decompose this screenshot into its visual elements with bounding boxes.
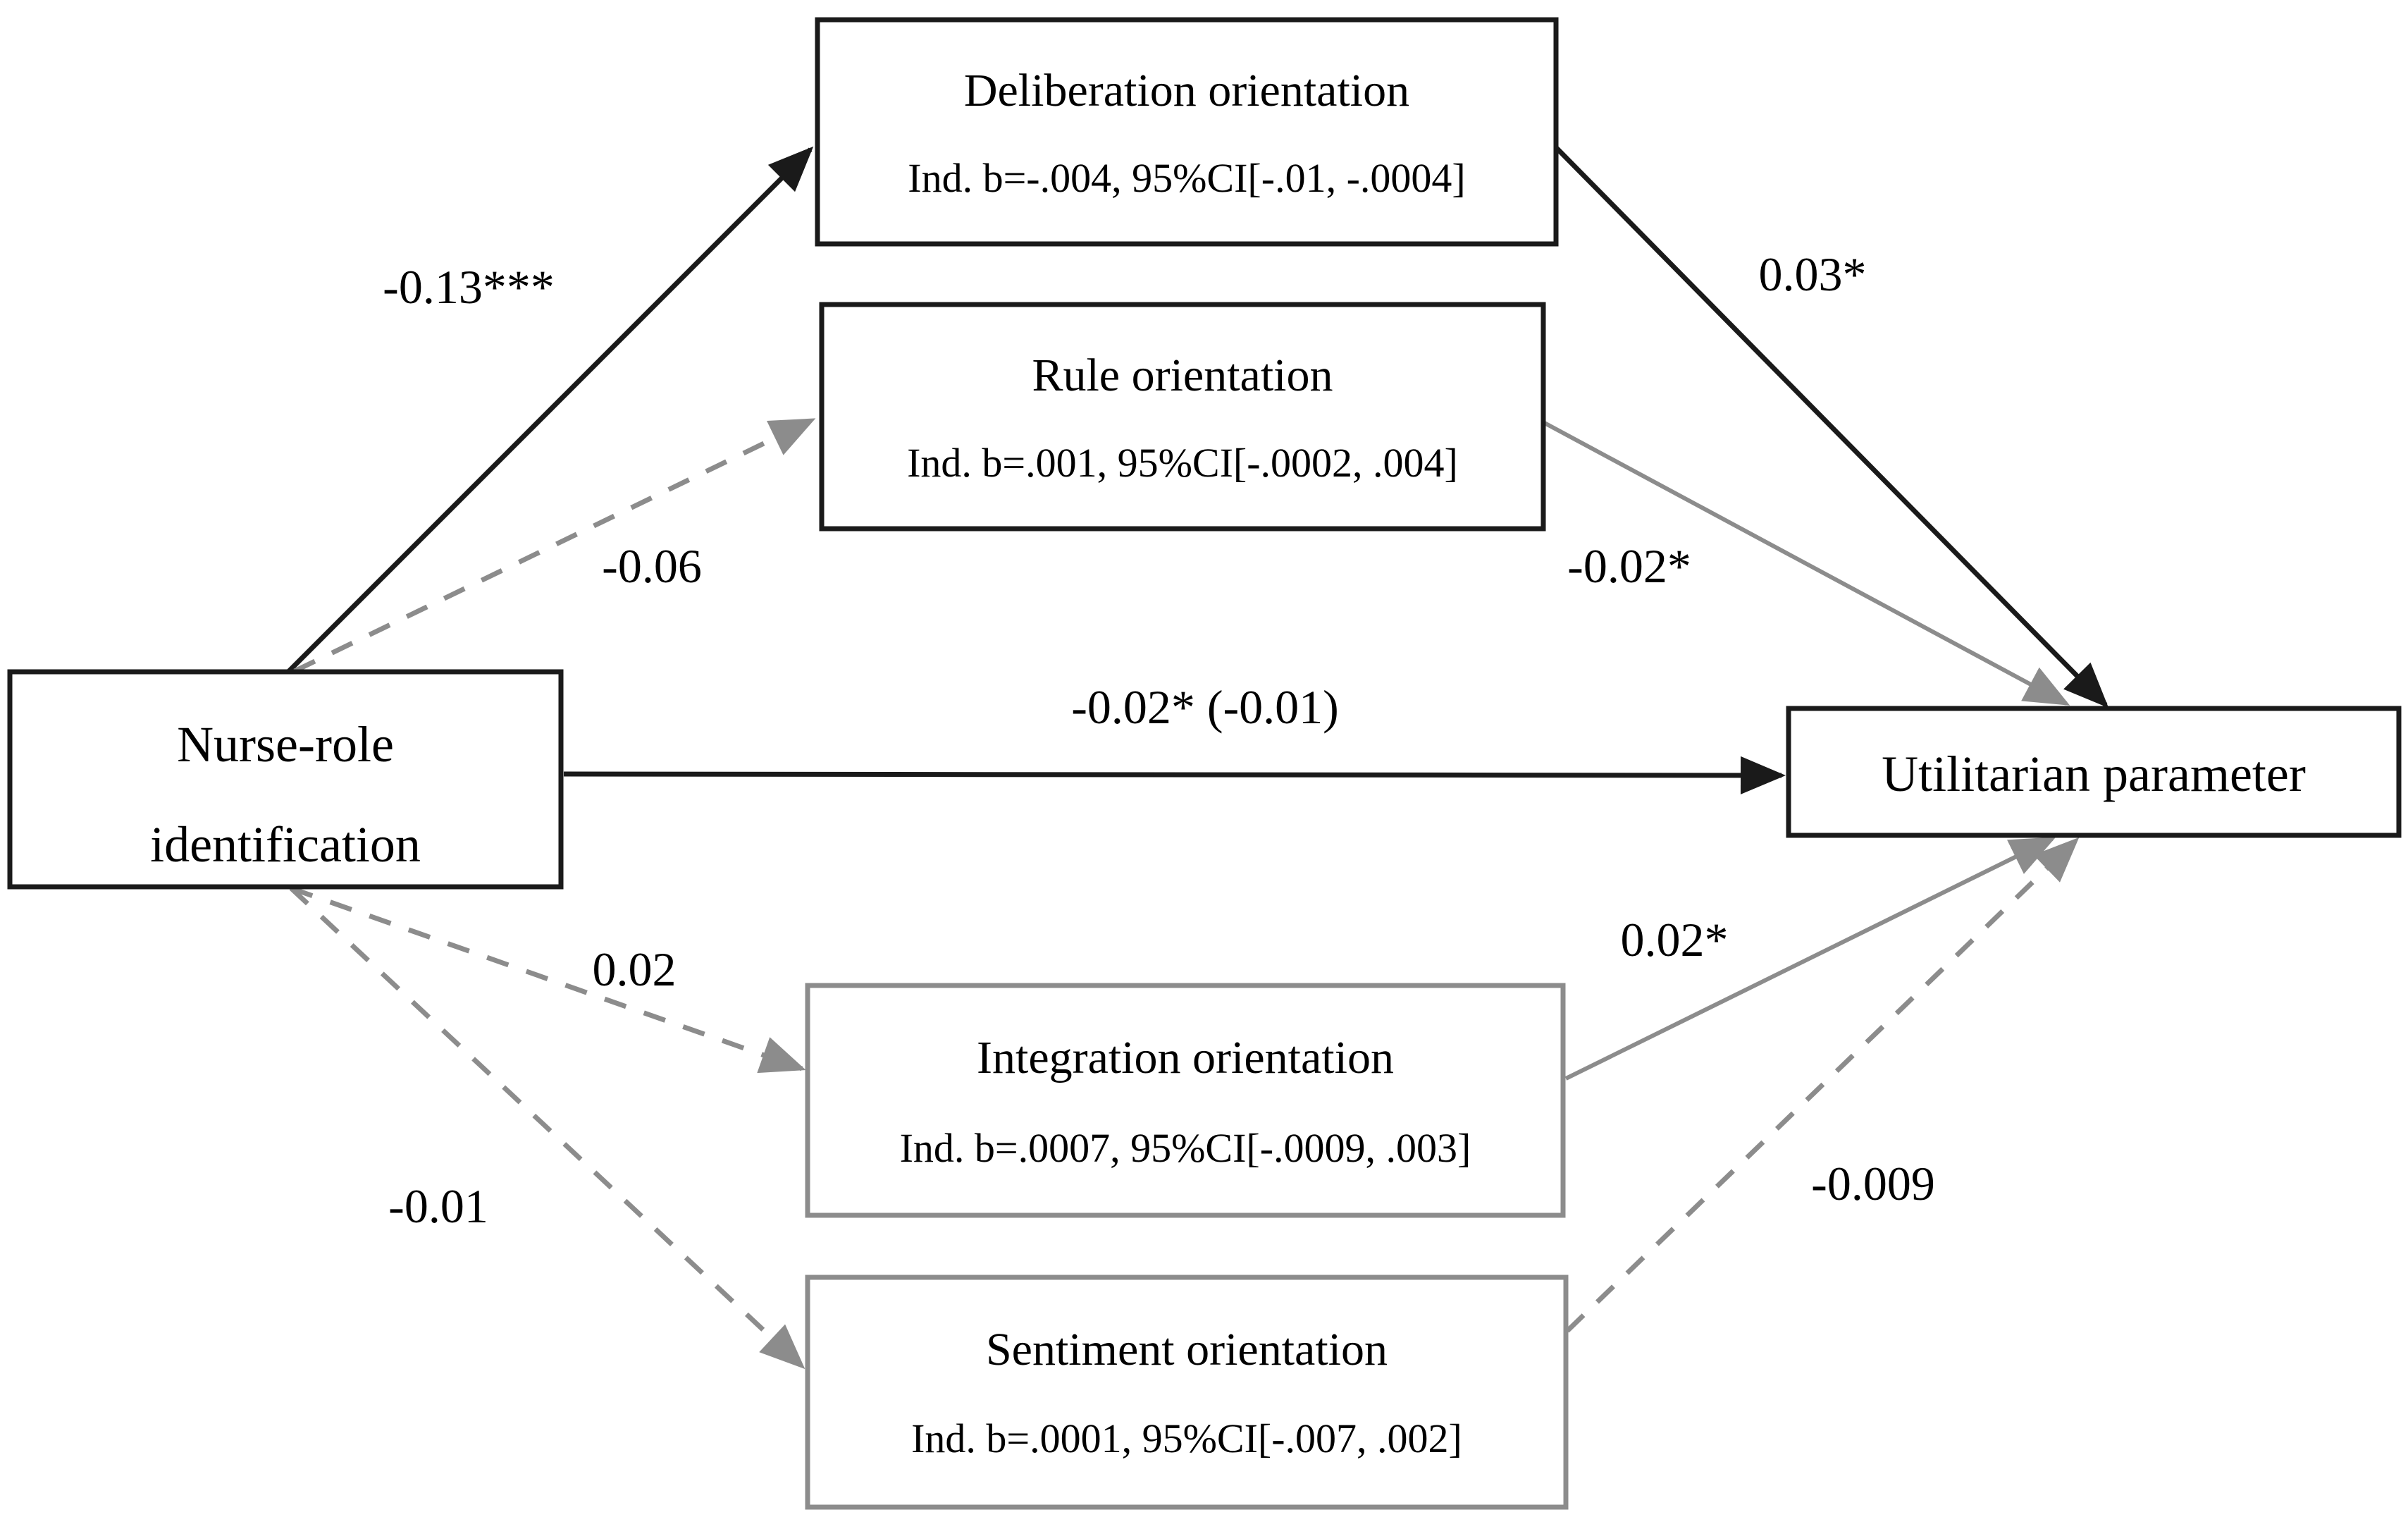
node-nurse-title-line2: identification [150, 816, 421, 873]
node-sentiment: Sentiment orientation Ind. b=.0001, 95%C… [805, 1275, 1569, 1510]
edge-nurse-rule-line [293, 417, 816, 674]
node-deliberation-stat: Ind. b=-.004, 95%CI[-.01, -.0004] [908, 155, 1465, 201]
node-nurse-title-line1: Nurse-role [177, 716, 394, 773]
edge-nurse-deliberation-line [287, 146, 814, 673]
node-sentiment-stat: Ind. b=.0001, 95%CI[-.007, .002] [911, 1415, 1462, 1461]
edge-nurse-integration-line [290, 885, 806, 1074]
node-integration-title: Integration orientation [977, 1032, 1394, 1083]
node-rule: Rule orientation Ind. b=.001, 95%CI[-.00… [819, 302, 1546, 532]
edge-label-deliberation-utilitarian: 0.03* [1759, 247, 1867, 301]
edge-label-integration-utilitarian: 0.02* [1621, 913, 1729, 966]
node-utilitarian-box [1786, 706, 2402, 838]
edge-sentiment-utilitarian-line [1565, 837, 2080, 1333]
edge-label-nurse-sentiment: -0.01 [388, 1179, 488, 1233]
node-rule-box [819, 302, 1546, 532]
edge-rule-utilitarian-line [1540, 419, 2070, 706]
node-integration-stat: Ind. b=.0007, 95%CI[-.0009, .003] [900, 1125, 1471, 1171]
edge-label-sentiment-utilitarian: -0.009 [1811, 1157, 1935, 1210]
node-sentiment-box [805, 1275, 1569, 1510]
node-sentiment-title: Sentiment orientation [986, 1324, 1388, 1375]
node-deliberation: Deliberation orientation Ind. b=-.004, 9… [815, 17, 1559, 247]
edge-label-nurse-utilitarian: -0.02* (-0.01) [1071, 680, 1339, 734]
edge-label-rule-utilitarian: -0.02* [1567, 539, 1691, 593]
edge-integration-utilitarian-line [1564, 837, 2056, 1081]
edge-deliberation-utilitarian-line [1544, 135, 2109, 708]
node-integration: Integration orientation Ind. b=.0007, 95… [805, 983, 1566, 1218]
node-deliberation-box [815, 17, 1559, 247]
edge-nurse-sentiment-line [289, 886, 805, 1370]
edge-label-nurse-integration: 0.02 [593, 942, 677, 996]
node-rule-stat: Ind. b=.001, 95%CI[-.0002, .004] [907, 440, 1458, 486]
node-utilitarian-title: Utilitarian parameter [1882, 746, 2306, 802]
node-integration-box [805, 983, 1566, 1218]
edge-nurse-utilitarian-line [563, 756, 1786, 794]
node-deliberation-title: Deliberation orientation [964, 65, 1409, 116]
node-rule-title: Rule orientation [1032, 350, 1333, 401]
edge-label-nurse-rule: -0.06 [602, 539, 702, 593]
node-utilitarian: Utilitarian parameter [1786, 706, 2402, 838]
node-nurse: Nurse-role identification [7, 669, 564, 890]
node-nurse-box [7, 669, 564, 890]
edge-label-nurse-deliberation: -0.13*** [383, 260, 555, 314]
